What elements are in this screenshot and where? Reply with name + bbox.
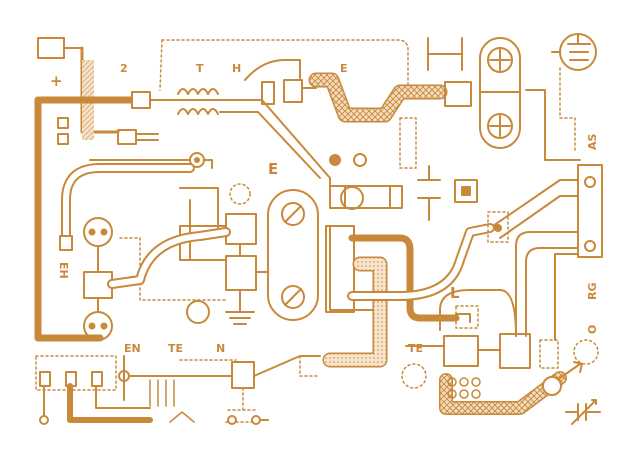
plus-label: + — [50, 72, 63, 90]
capacitor-icon — [417, 165, 441, 221]
label-te-bottom: TE — [168, 342, 183, 355]
label-te-right: TE — [408, 342, 423, 355]
resistor-pack — [447, 377, 481, 399]
vacuum-tube-icon — [551, 33, 597, 71]
switch-icon — [454, 179, 478, 203]
label-t: T — [196, 62, 204, 75]
node-dot — [329, 154, 341, 166]
terminal-block-icon — [37, 37, 65, 59]
label-two: 2 — [120, 62, 128, 75]
label-as: AS — [586, 133, 599, 150]
label-l: L — [450, 284, 460, 302]
label-en: EN — [124, 342, 141, 355]
label-eh: EH — [57, 262, 70, 279]
label-e-middle: E — [268, 160, 278, 178]
variable-capacitor-icon — [565, 399, 601, 425]
label-o: O — [586, 325, 599, 334]
label-e-top: E — [340, 62, 348, 75]
small-box — [57, 133, 69, 145]
connector-block — [117, 129, 137, 145]
screw-icon-top-right — [479, 37, 521, 149]
ground-icon — [225, 289, 255, 325]
small-box — [57, 117, 69, 129]
as-connector-plate — [577, 164, 603, 258]
label-h: H — [232, 62, 241, 75]
screw-icon-middle — [267, 189, 319, 321]
terminal-block-icon — [261, 81, 275, 105]
left-bus-wire — [34, 96, 104, 342]
label-rg: RG — [586, 283, 599, 301]
fuse-connector — [329, 185, 403, 209]
inductor-coil-icon — [177, 88, 219, 115]
eh-plug — [83, 217, 113, 341]
terminal-block-icon — [444, 81, 472, 107]
label-n: N — [216, 342, 225, 355]
